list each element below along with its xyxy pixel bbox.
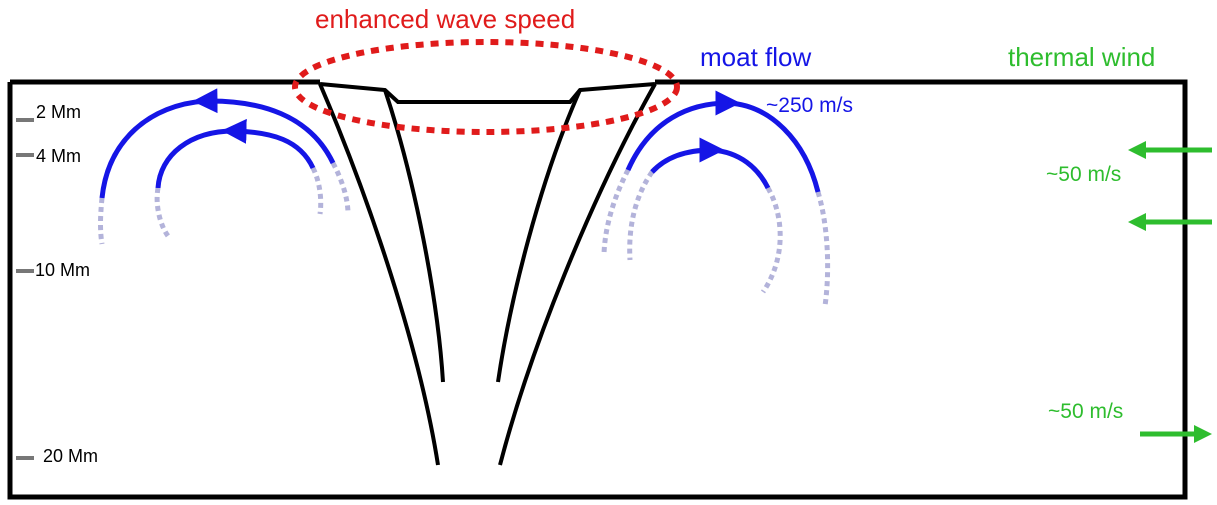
moat-flow-left-outer-deep-right bbox=[330, 161, 351, 215]
enhanced-wave-speed-region bbox=[292, 39, 680, 135]
depth-label-20mm: 20 Mm bbox=[43, 446, 98, 466]
thermal-wind-label: thermal wind bbox=[1008, 42, 1155, 72]
thermal-wind-arrow-lower bbox=[1140, 425, 1212, 443]
moat-flow-right-inner bbox=[650, 137, 725, 174]
thermal-wind-arrows bbox=[1128, 141, 1212, 443]
moat-flow-left-inner bbox=[221, 118, 316, 170]
moat-flow-left-outer bbox=[192, 88, 336, 165]
moat-flow-left-inner-deep bbox=[154, 187, 171, 238]
moat-flow-left-outer-deep bbox=[98, 197, 105, 245]
thermal-speed-lower-label: ~50 m/s bbox=[1048, 400, 1123, 423]
depth-scale bbox=[16, 118, 34, 460]
moat-flow-right-inner-deep bbox=[760, 186, 783, 294]
thermal-wind-arrow-middle bbox=[1128, 213, 1212, 231]
moat-flow-right-outer-deep bbox=[815, 191, 831, 307]
depth-label-10mm: 10 Mm bbox=[35, 260, 90, 280]
moat-flow-left-inner-deep-right bbox=[310, 166, 324, 215]
moat-flow-label: moat flow bbox=[700, 42, 811, 72]
moat-flow-right-outer-deep-left bbox=[601, 168, 631, 255]
thermal-wind-arrow-upper bbox=[1128, 141, 1212, 159]
depth-label-2mm: 2 Mm bbox=[36, 102, 81, 122]
moat-flow-right bbox=[601, 90, 831, 307]
sunspot-flux-tube bbox=[318, 82, 657, 466]
enhanced-wave-speed-label: enhanced wave speed bbox=[315, 4, 575, 34]
moat-flow-right-inner-deep-left bbox=[627, 170, 655, 261]
depth-label-4mm: 4 Mm bbox=[36, 146, 81, 166]
domain-outline bbox=[7, 79, 1188, 500]
thermal-speed-upper-label: ~50 m/s bbox=[1046, 163, 1121, 186]
moat-flow-left bbox=[98, 88, 351, 245]
moat-speed-label: ~250 m/s bbox=[766, 94, 853, 117]
moat-flow-right-outer bbox=[625, 90, 741, 172]
